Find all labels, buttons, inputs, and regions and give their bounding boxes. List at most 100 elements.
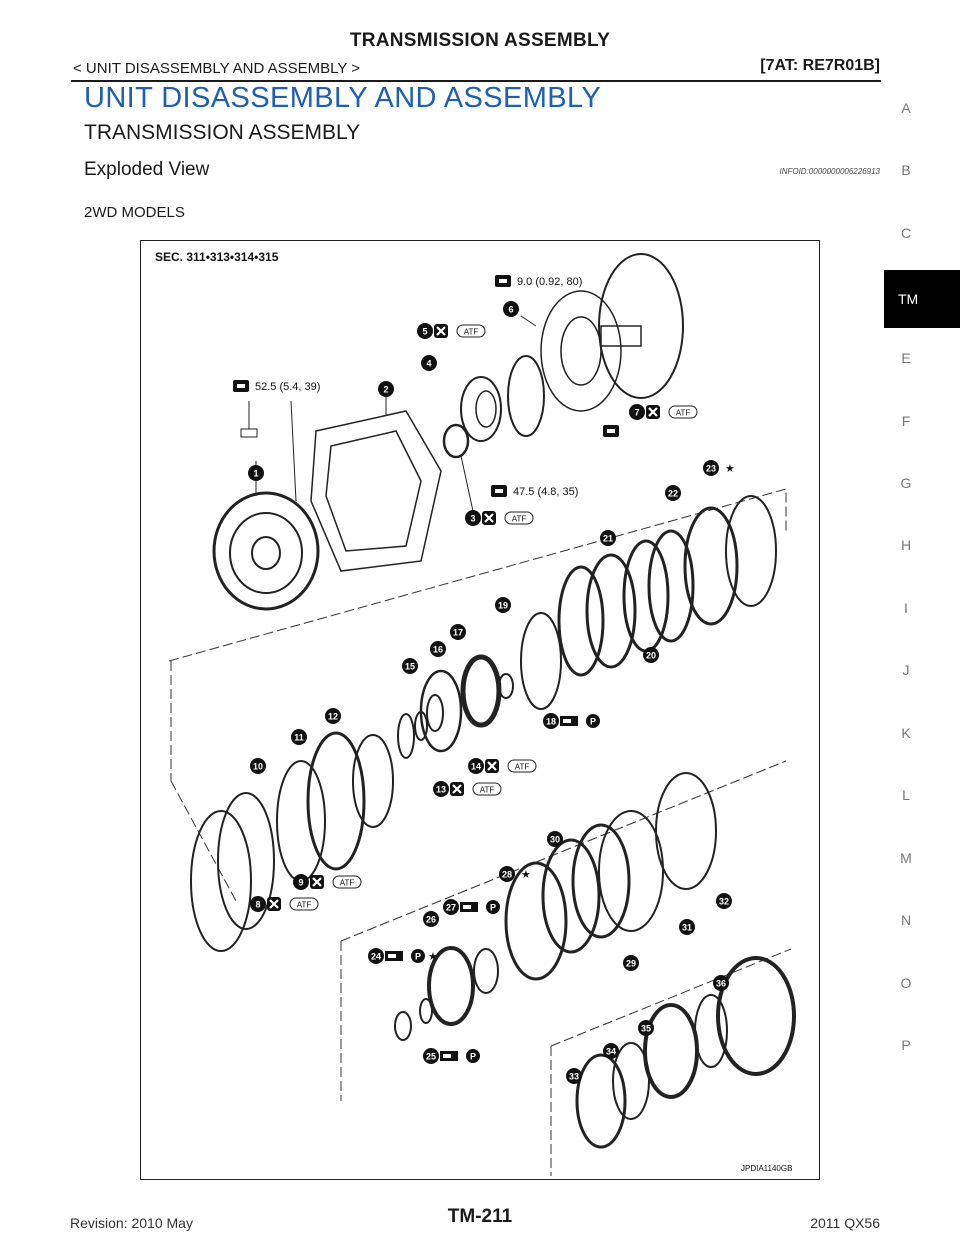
atf-label: ATF xyxy=(512,515,527,524)
side-index-m[interactable]: M xyxy=(900,850,912,866)
svg-text:18: 18 xyxy=(546,717,556,727)
callout-35: 35 xyxy=(638,1020,654,1036)
svg-text:27: 27 xyxy=(446,903,456,913)
svg-text:28: 28 xyxy=(502,870,512,880)
svg-text:30: 30 xyxy=(550,835,560,845)
svg-text:6: 6 xyxy=(508,305,513,315)
svg-text:4: 4 xyxy=(426,359,431,369)
header-divider xyxy=(71,80,881,82)
atf-label: ATF xyxy=(340,879,355,888)
figure-id: JPDIA1140GB xyxy=(741,1164,792,1173)
callout-9: 9 ATF xyxy=(293,873,362,891)
grease-icon xyxy=(560,716,578,726)
callout-2: 2 xyxy=(378,381,394,397)
callout-23: 23 ★ xyxy=(703,460,735,476)
svg-text:20: 20 xyxy=(646,651,656,661)
svg-text:17: 17 xyxy=(453,628,463,638)
svg-text:14: 14 xyxy=(471,762,481,772)
atf-label: ATF xyxy=(464,328,479,337)
svg-text:29: 29 xyxy=(626,959,636,969)
svg-text:2: 2 xyxy=(383,385,388,395)
svg-text:34: 34 xyxy=(606,1047,616,1057)
svg-text:5: 5 xyxy=(422,327,427,337)
svg-text:22: 22 xyxy=(668,489,678,499)
exploded-view-title: Exploded View xyxy=(84,159,210,180)
svg-text:10: 10 xyxy=(253,762,263,772)
svg-text:21: 21 xyxy=(603,534,613,544)
callout-34: 34 xyxy=(603,1043,619,1059)
callout-22: 22 xyxy=(665,485,681,501)
page-header-title: TRANSMISSION ASSEMBLY xyxy=(349,30,611,51)
callout-12: 12 xyxy=(325,708,341,724)
side-index-o[interactable]: O xyxy=(900,975,912,991)
callout-20: 20 xyxy=(643,647,659,663)
sub-title: TRANSMISSION ASSEMBLY xyxy=(84,121,361,144)
callout-11: 11 xyxy=(291,729,307,745)
callout-5: 5 ATF xyxy=(417,322,486,340)
side-index-f[interactable]: F xyxy=(901,413,911,429)
side-index-i[interactable]: I xyxy=(904,600,908,616)
p-label: P xyxy=(470,1052,476,1062)
callout-8: 8 ATF xyxy=(250,895,319,913)
grease-icon xyxy=(385,951,403,961)
callout-19: 19 xyxy=(495,597,511,613)
grease-icon xyxy=(460,902,478,912)
svg-text:23: 23 xyxy=(706,464,716,474)
callout-29: 29 xyxy=(623,955,639,971)
callout-6: 6 xyxy=(503,301,519,317)
revision-date: Revision: 2010 May xyxy=(70,1215,193,1231)
svg-text:26: 26 xyxy=(426,915,436,925)
page-number: TM-211 xyxy=(447,1206,513,1227)
svg-text:1: 1 xyxy=(253,469,258,479)
atf-label: ATF xyxy=(515,763,530,772)
svg-text:7: 7 xyxy=(634,408,639,418)
star-label: ★ xyxy=(725,463,735,475)
atf-label: ATF xyxy=(480,786,495,795)
side-index: A B C TM E F G H I J K L M N O P xyxy=(884,0,960,1242)
svg-text:13: 13 xyxy=(436,785,446,795)
star-label: ★ xyxy=(428,951,438,963)
svg-text:3: 3 xyxy=(470,514,475,524)
side-index-j[interactable]: J xyxy=(902,662,910,678)
torque-label-2: 52.5 (5.4, 39) xyxy=(255,381,320,393)
callout-3: 3 ATF xyxy=(465,509,534,527)
svg-text:9: 9 xyxy=(298,878,303,888)
side-index-c[interactable]: C xyxy=(900,225,912,241)
svg-text:32: 32 xyxy=(719,897,729,907)
side-index-a[interactable]: A xyxy=(901,100,911,116)
replace-icon xyxy=(432,322,450,340)
side-index-tm[interactable]: TM xyxy=(884,270,960,328)
side-index-h[interactable]: H xyxy=(900,537,912,553)
models-label: 2WD MODELS xyxy=(84,204,185,221)
side-index-b[interactable]: B xyxy=(901,162,911,178)
callout-7: 7 ATF xyxy=(629,403,698,421)
side-index-g[interactable]: G xyxy=(900,475,912,491)
sec-label: SEC. 311•313•314•315 xyxy=(155,250,279,264)
callout-18: 18 P xyxy=(543,713,600,729)
svg-text:12: 12 xyxy=(328,712,338,722)
svg-text:35: 35 xyxy=(641,1024,651,1034)
side-index-k[interactable]: K xyxy=(901,725,911,741)
atf-label: ATF xyxy=(676,409,691,418)
svg-text:16: 16 xyxy=(433,645,443,655)
side-index-l[interactable]: L xyxy=(902,787,910,803)
section-title: UNIT DISASSEMBLY AND ASSEMBLY xyxy=(84,82,602,114)
side-index-e[interactable]: E xyxy=(901,350,911,366)
side-index-p[interactable]: P xyxy=(901,1037,911,1053)
callout-30: 30 xyxy=(547,831,563,847)
svg-text:36: 36 xyxy=(716,979,726,989)
exploded-view-figure: SEC. 311•313•314•315 9.0 (0.92, 80) 52.5… xyxy=(140,240,820,1180)
info-id: INFOID:0000000006226913 xyxy=(779,167,880,176)
model-code: [7AT: RE7R01B] xyxy=(760,57,880,74)
callout-32: 32 xyxy=(716,893,732,909)
converter-housing-part xyxy=(310,410,442,572)
atf-label: ATF xyxy=(297,901,312,910)
torque-label-1: 9.0 (0.92, 80) xyxy=(517,276,582,288)
svg-text:8: 8 xyxy=(255,900,260,910)
side-index-n[interactable]: N xyxy=(900,912,912,928)
callout-17: 17 xyxy=(450,624,466,640)
callout-36: 36 xyxy=(713,975,729,991)
svg-text:31: 31 xyxy=(682,923,692,933)
p-label: P xyxy=(590,717,596,727)
